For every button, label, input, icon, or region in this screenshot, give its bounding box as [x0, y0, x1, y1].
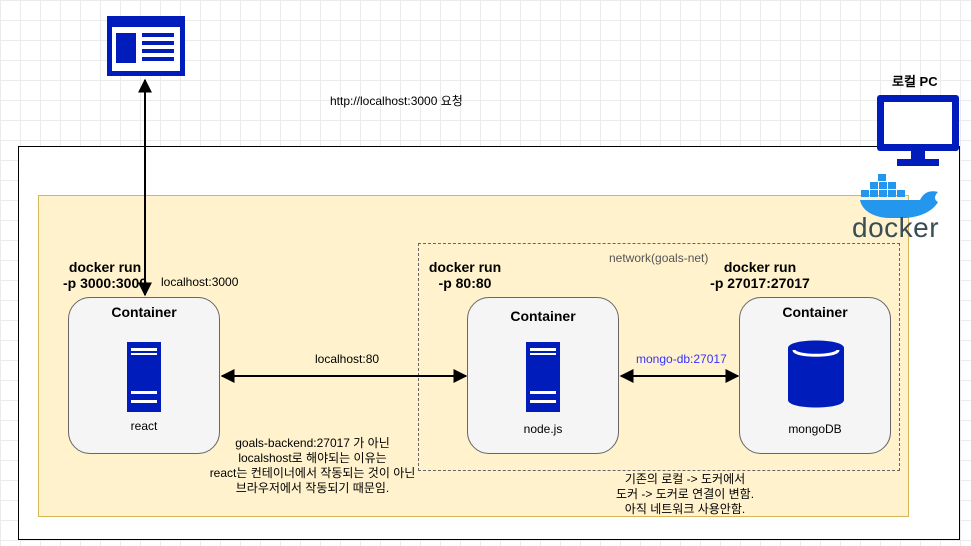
node-run-command: docker run -p 80:80 — [420, 259, 510, 291]
network-note: 기존의 로컬 -> 도커에서 도커 -> 도커로 연결이 변함. 아직 네트워크… — [590, 472, 780, 517]
network-note-line2: 도커 -> 도커로 연결이 변함. — [615, 487, 755, 501]
react-run-command: docker run -p 3000:3000 — [50, 259, 160, 291]
edge-label-react-node: localhost:80 — [315, 352, 380, 366]
mongo-run-line1: docker run — [723, 259, 797, 275]
mongo-container-title: Container — [782, 304, 848, 320]
edge-label-node-mongo: mongo-db:27017 — [636, 352, 727, 366]
node-container[interactable]: Container node.js — [467, 297, 619, 454]
react-run-line2: -p 3000:3000 — [62, 275, 148, 291]
database-icon — [788, 340, 844, 408]
network-note-line1: 기존의 로컬 -> 도커에서 — [624, 472, 746, 486]
react-container-title: Container — [111, 304, 177, 320]
node-container-title: Container — [510, 308, 576, 324]
react-port-label: localhost:3000 — [161, 275, 239, 289]
local-pc-label: 로컬 PC — [892, 74, 938, 89]
server-icon — [127, 342, 161, 412]
react-run-line1: docker run — [68, 259, 142, 275]
network-note-line3: 아직 네트워크 사용안함. — [624, 502, 746, 516]
react-note-line2: localshost로 해야되는 이유는 — [238, 451, 387, 465]
react-note-line3: react는 컨테이너에서 작동되는 것이 아닌 — [209, 466, 416, 480]
mongo-container[interactable]: Container mongoDB — [739, 297, 891, 454]
monitor-icon — [877, 95, 959, 166]
node-run-line2: -p 80:80 — [438, 275, 492, 291]
server-icon — [526, 342, 560, 412]
browser-window-icon — [107, 16, 185, 76]
mongo-run-command: docker run -p 27017:27017 — [705, 259, 815, 291]
request-label: http://localhost:3000 요청 — [330, 94, 463, 108]
react-note: goals-backend:27017 가 아닌 localshost로 해야되… — [190, 436, 435, 496]
react-container-name: react — [130, 419, 158, 433]
node-run-line1: docker run — [428, 259, 502, 275]
react-container[interactable]: Container react — [68, 297, 220, 454]
network-boundary — [418, 243, 900, 471]
docker-logo-text: docker — [852, 212, 940, 243]
node-container-name: node.js — [523, 422, 563, 436]
mongo-run-line2: -p 27017:27017 — [710, 275, 810, 291]
network-label: network(goals-net) — [609, 251, 709, 265]
docker-whale-icon — [860, 174, 938, 218]
react-note-line1: goals-backend:27017 가 아닌 — [235, 436, 390, 450]
mongo-container-name: mongoDB — [788, 422, 842, 436]
react-note-line4: 브라우저에서 작동되기 때문임. — [235, 481, 390, 495]
